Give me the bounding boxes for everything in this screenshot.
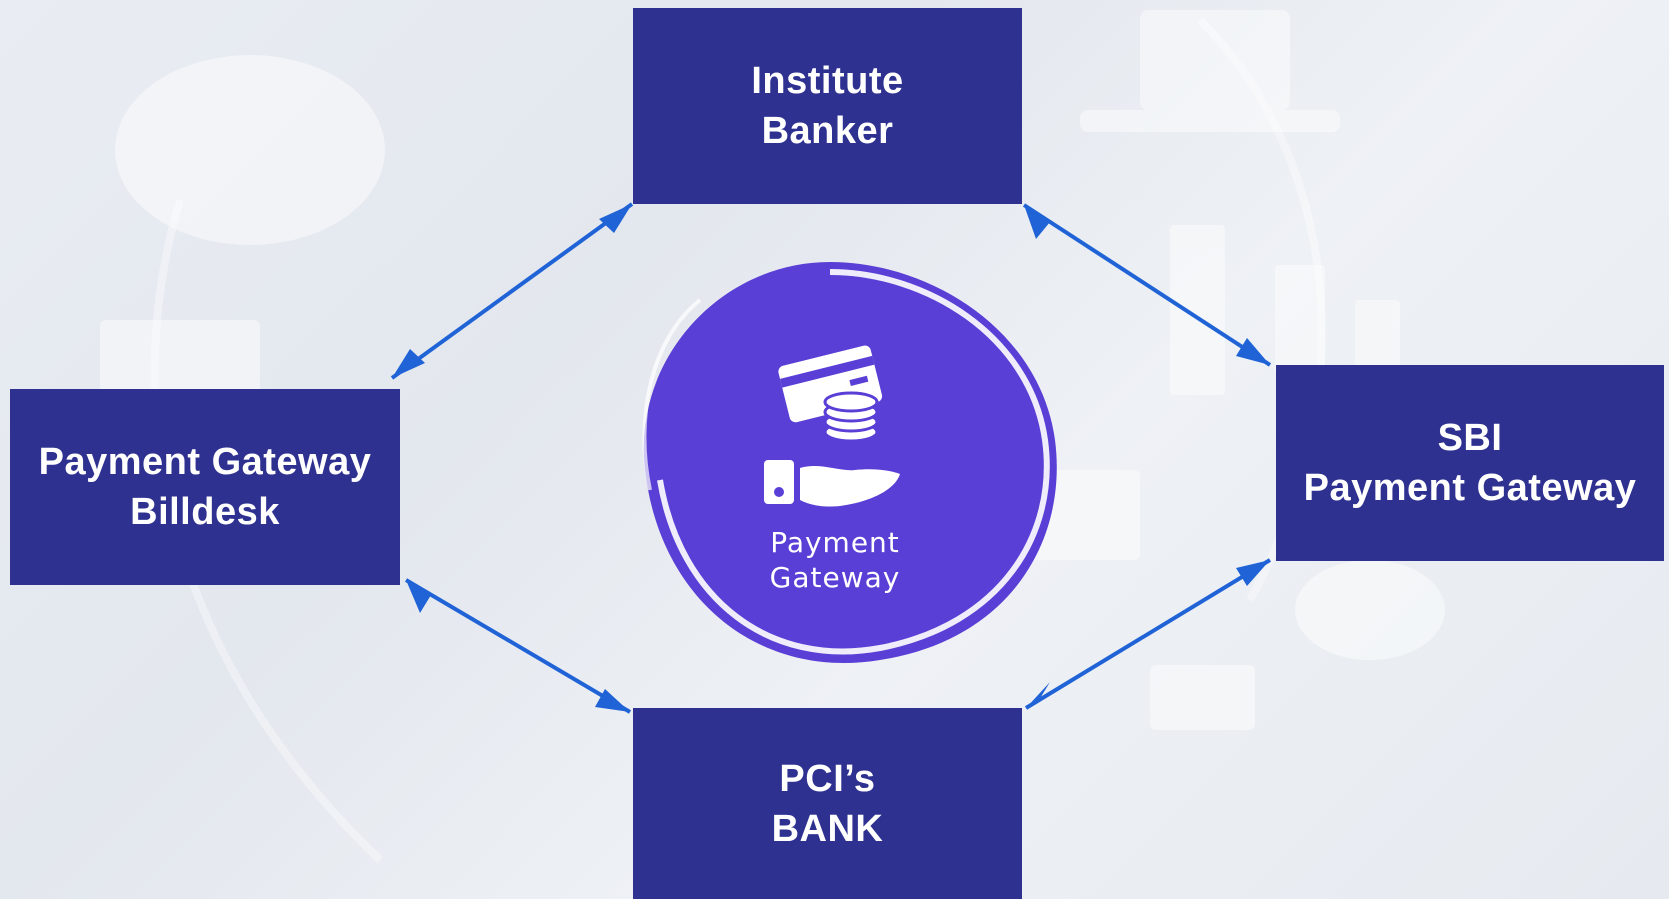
node-label-line: PCI’s <box>779 757 876 800</box>
chat-bubble-decoration-2 <box>1295 560 1445 660</box>
center-label-line-1: Payment <box>770 526 900 559</box>
node-label-line: BANK <box>771 807 884 850</box>
node-payment-gateway-billdesk: Payment Gateway Billdesk <box>10 389 400 585</box>
node-label-line: SBI <box>1437 417 1503 459</box>
laptop-decoration <box>1140 10 1290 110</box>
payment-gateway-label: Payment Gateway <box>735 525 935 595</box>
node-label-line: Billdesk <box>130 491 280 533</box>
node-sbi-payment-gateway: SBI Payment Gateway <box>1276 365 1664 561</box>
node-label-line: Institute <box>751 60 904 102</box>
server-decoration <box>1170 225 1225 395</box>
node-pcis-bank: PCI’s BANK <box>633 708 1022 899</box>
chat-bubble-decoration <box>115 55 385 245</box>
node-label-line: Banker <box>761 110 894 152</box>
center-label-line-2: Gateway <box>769 561 901 594</box>
node-label-line: Payment Gateway <box>1303 467 1637 509</box>
node-institute-banker: Institute Banker <box>633 8 1022 204</box>
node-label-line: Payment Gateway <box>38 441 372 483</box>
